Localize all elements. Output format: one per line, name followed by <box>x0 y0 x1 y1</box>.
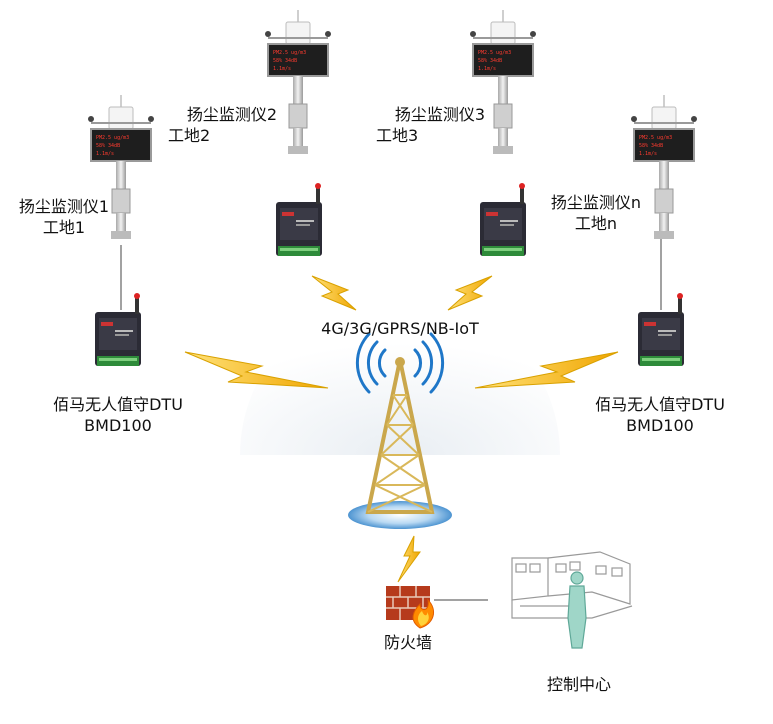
lightning-icon <box>397 535 421 583</box>
dtu-right-model: BMD100 <box>626 416 694 435</box>
monitor-2-site: 工地2 <box>168 126 211 145</box>
monitor-1-site: 工地1 <box>42 218 86 237</box>
dtu-right-name: 佰马无人值守DTU <box>595 395 725 414</box>
monitor-1-label: 扬尘监测仪1 工地1 <box>0 196 128 238</box>
monitor-n-label: 扬尘监测仪n 工地n <box>532 192 660 234</box>
dtu-left-name: 佰马无人值守DTU <box>53 395 183 414</box>
control-center-icon <box>511 551 633 649</box>
monitor-3-name: 扬尘监测仪3 <box>394 105 486 124</box>
monitor-2-label: 扬尘监测仪2 工地2 <box>168 104 296 146</box>
dtu-left-model: BMD100 <box>84 416 152 435</box>
firewall-label: 防火墙 <box>383 633 432 652</box>
lightning-icon <box>311 275 357 311</box>
dtu-right-label: 佰马无人值守DTU BMD100 <box>570 394 750 436</box>
firewall-icon <box>386 586 435 629</box>
signal-waves-icon <box>355 332 445 394</box>
dtu-left-label: 佰马无人值守DTU BMD100 <box>28 394 208 436</box>
lightning-icon <box>447 275 493 311</box>
cell-tower-icon <box>348 357 452 529</box>
control-center-label: 控制中心 <box>546 675 611 694</box>
monitor-3-site: 工地3 <box>376 126 419 145</box>
network-label: 4G/3G/GPRS/NB-IoT <box>321 319 479 338</box>
monitor-n-site: 工地n <box>574 214 618 233</box>
lightning-icon <box>474 351 619 389</box>
monitor-2-name: 扬尘监测仪2 <box>186 105 278 124</box>
monitor-3-label: 扬尘监测仪3 工地3 <box>376 104 504 146</box>
dtu-device-2 <box>276 183 322 256</box>
lightning-icon <box>184 351 329 389</box>
monitor-1-name: 扬尘监测仪1 <box>18 197 110 216</box>
dtu-device-1 <box>95 293 141 366</box>
monitor-n-name: 扬尘监测仪n <box>550 193 642 212</box>
dtu-device-3 <box>480 183 526 256</box>
